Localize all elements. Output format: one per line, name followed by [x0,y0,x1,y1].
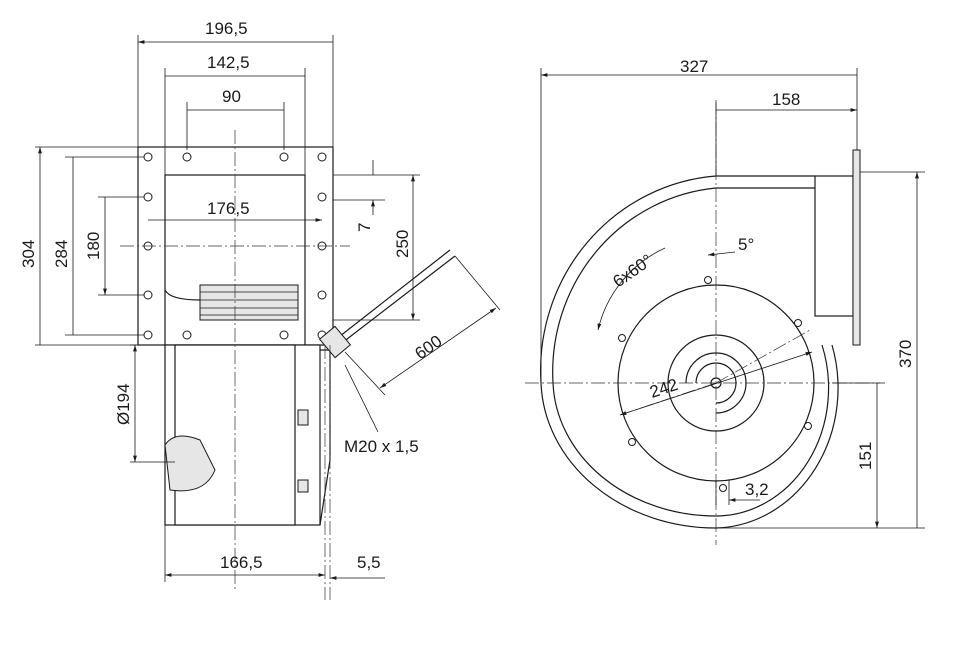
dim-center-to-flange: 158 [772,90,800,109]
cable [334,249,456,347]
dim-overall-height-right: 370 [896,340,915,368]
front-view: 196,5 142,5 90 176,5 304 284 180 7 250 6… [19,19,501,600]
side-view: 327 158 6x60° 5° 242 370 151 3,2 [525,57,925,545]
outlet-flange [852,149,861,346]
dim-hole-spacing-inner: 90 [222,87,241,106]
label-cable-gland: M20 x 1,5 [344,437,419,456]
outlet-duct [814,175,854,317]
dim-slot-width: 3,2 [745,480,769,499]
dim-cable-length: 600 [411,331,445,363]
dim-opening-height: 250 [393,230,412,258]
dim-hole-height-outer: 284 [52,240,71,268]
dim-motor-diameter: Ø194 [114,383,133,425]
dim-flange-offset: 7 [355,223,374,232]
dim-hole-spacing-outer: 142,5 [207,53,250,72]
mounting-holes [618,276,812,492]
dim-overall-height: 304 [19,240,38,268]
dim-plate-thickness: 5,5 [357,553,381,572]
dim-overall-width: 196,5 [205,19,248,38]
impeller-blades [199,284,299,321]
dim-opening-width: 176,5 [207,199,250,218]
dim-hole-height-inner: 180 [84,232,103,260]
cable-gland [318,325,352,359]
dim-angle: 5° [738,235,754,254]
dim-center-height: 151 [856,442,875,470]
motor [164,435,216,492]
dim-overall-width-right: 327 [680,57,708,76]
dim-body-width: 166,5 [220,553,263,572]
